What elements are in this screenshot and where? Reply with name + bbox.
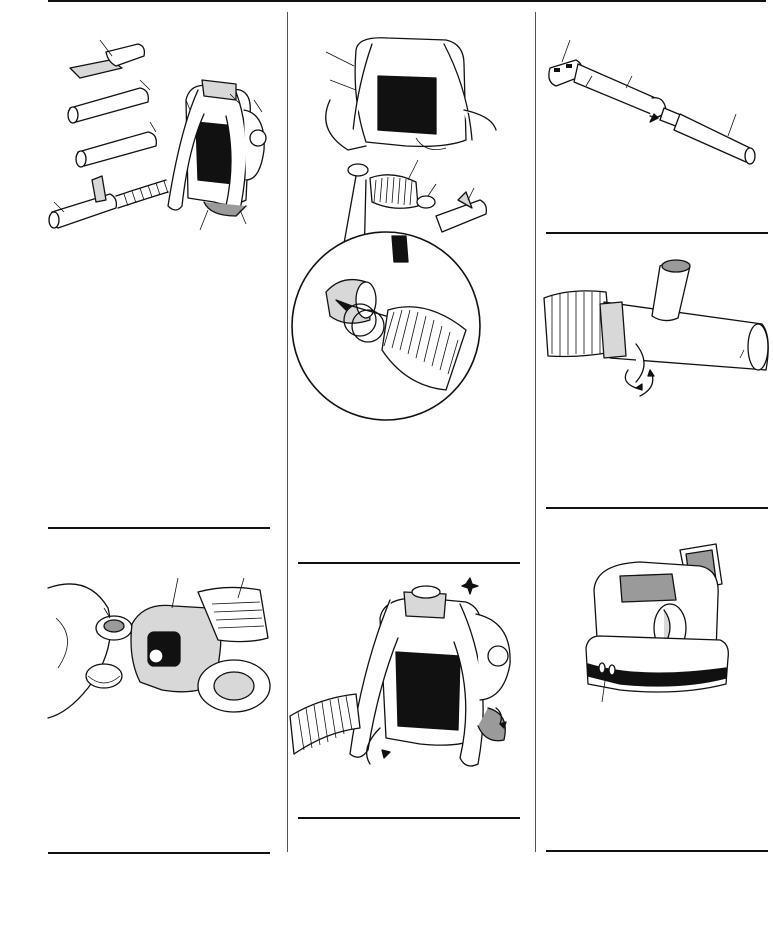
top-rule [48, 0, 766, 2]
section-rule-col1-a [48, 527, 270, 529]
section-rule-col2-b [298, 817, 520, 819]
handle-tube-part [48, 175, 169, 229]
backpack-frame-part [167, 79, 267, 231]
tube-part-1 [67, 79, 151, 124]
engine-fuel-cap-closeup-illustration [47, 577, 273, 719]
detail-magnifier-circle [291, 231, 481, 421]
section-rule-col3-a [546, 232, 768, 234]
column-divider-2 [535, 12, 536, 852]
hose-connection-detail-illustration [291, 37, 497, 421]
section-rule-col2-a [298, 562, 520, 564]
column-divider-1 [287, 12, 288, 852]
choke-knob [85, 663, 123, 689]
flex-hose-exploded [347, 159, 488, 233]
backpack-harness-illustration [289, 577, 511, 767]
recoil-starter [197, 659, 271, 713]
section-rule-col3-c [546, 850, 768, 852]
nozzle-part [69, 39, 146, 79]
blower-parts-exploded-illustration [48, 39, 267, 231]
fuel-cap [95, 615, 133, 641]
battery-charger-illustration [585, 543, 729, 703]
section-rule-col1-b [48, 852, 270, 854]
tube-clamp-tighten-illustration [543, 259, 769, 397]
flex-hose-attached [289, 693, 361, 755]
blower-tube-assembly-illustration [548, 39, 756, 165]
tube-part-2 [75, 121, 157, 168]
section-rule-col3-b [546, 507, 768, 509]
